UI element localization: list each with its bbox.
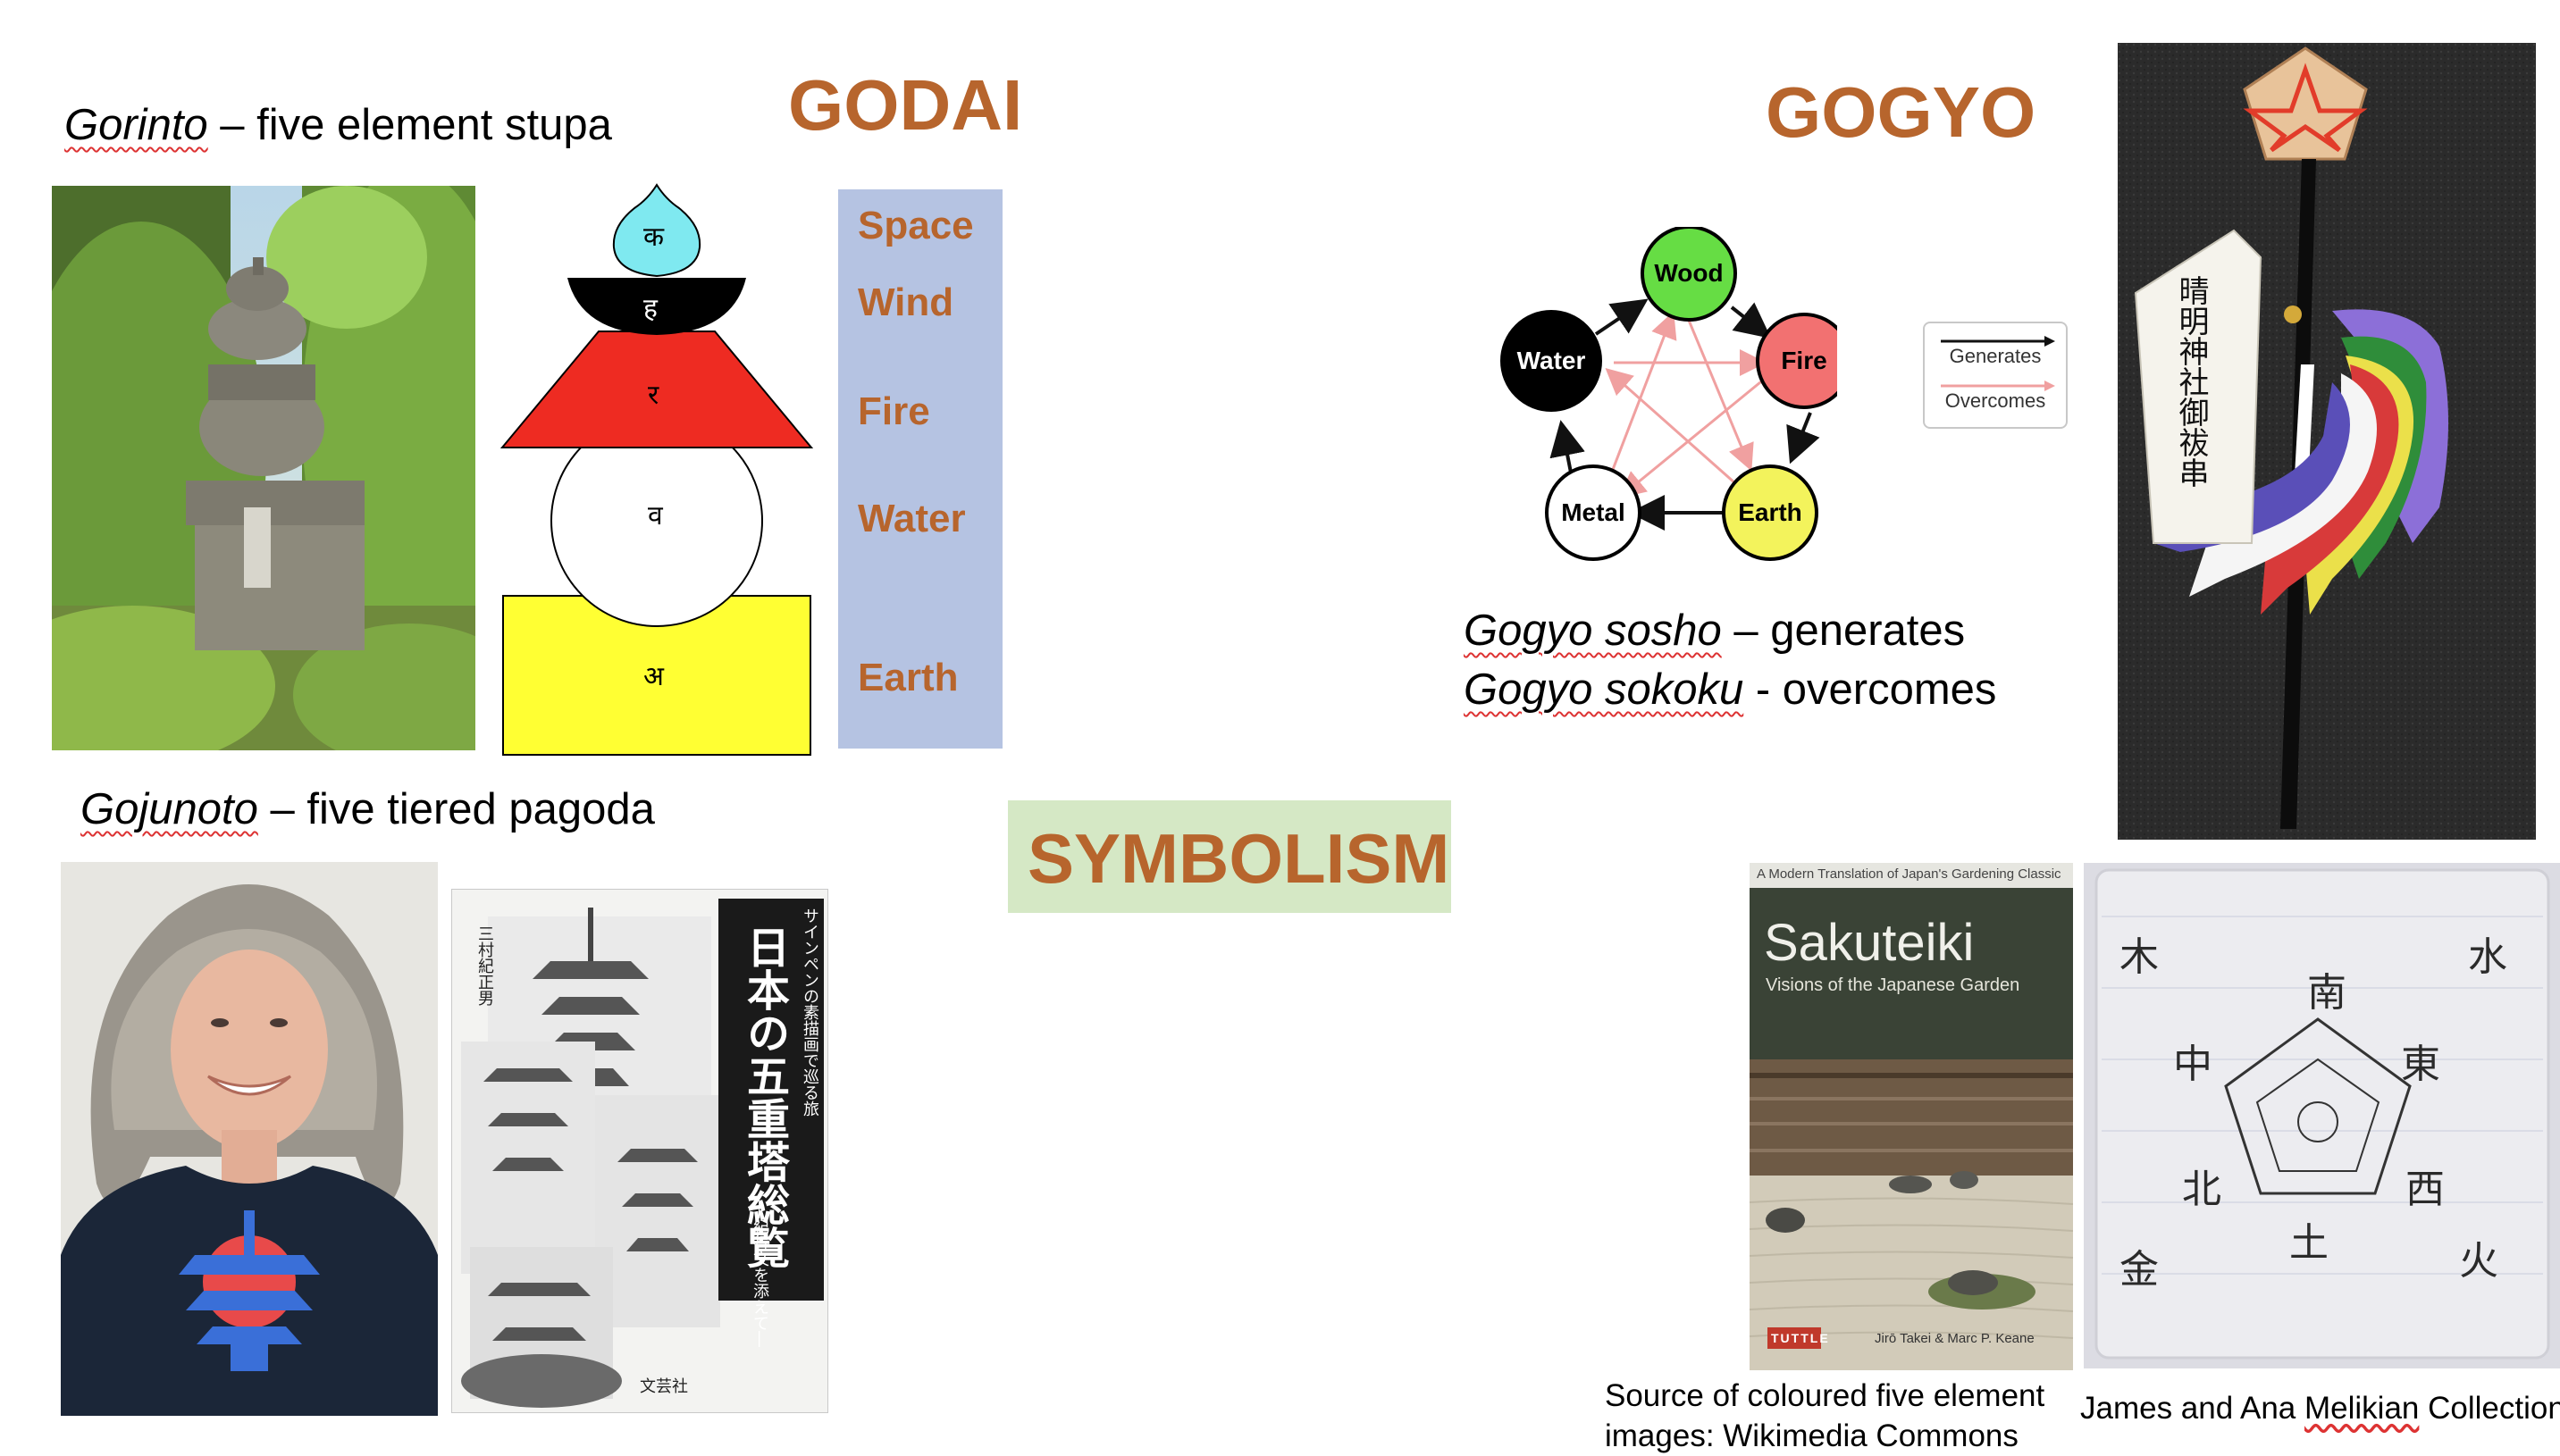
pagoda-book-author: 三村紀正男 xyxy=(476,925,494,1006)
stupa-diagram: क ह र व अ xyxy=(499,183,822,759)
element-earth: Earth xyxy=(858,656,959,699)
pagoda-tshirt-photo xyxy=(61,862,438,1416)
fire-glyph: र xyxy=(648,381,659,410)
element-fire: Fire xyxy=(858,389,930,433)
node-fire: Fire xyxy=(1781,347,1827,374)
gorinto-desc: – five element stupa xyxy=(207,101,612,149)
sakuteiki-top-line: A Modern Translation of Japan's Gardenin… xyxy=(1757,866,2061,882)
legend-generates: Generates xyxy=(1949,345,2042,367)
wind-glyph: ह xyxy=(643,294,658,323)
gogyo-sokoku-line: Gogyo sokoku - overcomes xyxy=(1464,665,1996,715)
collection-suffix: Collection xyxy=(2419,1391,2560,1426)
source-note-line-1: Source of coloured five element xyxy=(1605,1378,2045,1413)
element-water: Water xyxy=(858,497,966,540)
space-glyph: क xyxy=(643,222,665,252)
svg-text:金: 金 xyxy=(2119,1247,2159,1293)
svg-text:北: 北 xyxy=(2182,1167,2221,1212)
svg-text:木: 木 xyxy=(2119,934,2159,980)
source-note-line-2: images: Wikimedia Commons xyxy=(1605,1418,2019,1453)
earth-glyph: अ xyxy=(643,662,664,691)
svg-text:土: 土 xyxy=(2289,1220,2329,1266)
collection-name: Melikian xyxy=(2304,1391,2420,1426)
node-water: Water xyxy=(1516,347,1586,374)
pagoda-book-side-text: サインペンの素描画で巡る旅 xyxy=(802,908,819,1117)
node-metal: Metal xyxy=(1561,498,1625,526)
manuscript-photo: 南東西 北 中土 木火 金 水 xyxy=(2084,863,2560,1368)
gorinto-term: Gorinto xyxy=(64,101,208,149)
gorinto-caption: Gorinto – five element stupa xyxy=(64,100,612,150)
svg-text:東: 東 xyxy=(2401,1042,2440,1087)
gogyo-sosho-line: Gogyo sosho – generates xyxy=(1464,606,1965,656)
sakuteiki-subtitle: Visions of the Japanese Garden xyxy=(1766,975,2020,995)
svg-text:西: 西 xyxy=(2405,1167,2445,1212)
svg-text:火: 火 xyxy=(2459,1238,2498,1284)
sakuteiki-book: A Modern Translation of Japan's Gardenin… xyxy=(1750,863,2073,1370)
gojunoto-caption: Gojunoto – five tiered pagoda xyxy=(80,784,655,834)
legend-overcomes: Overcomes xyxy=(1944,389,2046,412)
collection-prefix: James and Ana xyxy=(2080,1391,2304,1426)
source-note: Source of coloured five element images: … xyxy=(1605,1376,2044,1456)
gojunoto-term: Gojunoto xyxy=(80,785,258,833)
elements-panel: Space Wind Fire Water Earth xyxy=(838,189,1003,749)
pagoda-book-subtext: —紀行文を添えて— xyxy=(751,1202,769,1347)
gogyo-sokoku-term: Gogyo sokoku xyxy=(1464,665,1744,714)
node-wood: Wood xyxy=(1654,259,1724,287)
symbolism-heading: SYMBOLISM xyxy=(1028,819,1450,898)
gogyo-legend: Generates Overcomes xyxy=(1923,322,2068,429)
svg-text:水: 水 xyxy=(2468,934,2507,980)
gogyo-diagram: Wood Fire Earth Metal Water xyxy=(1498,227,1837,571)
gogyo-sosho-term: Gogyo sosho xyxy=(1464,607,1722,655)
amulet-text: 晴明神社御祓串 xyxy=(2173,275,2209,488)
sakuteiki-publisher: TUTTLE xyxy=(1771,1331,1830,1345)
symbolism-box: SYMBOLISM xyxy=(1008,800,1451,913)
gogyo-heading: GOGYO xyxy=(1766,72,2036,152)
stupa-photo xyxy=(52,186,475,750)
sakuteiki-authors: Jirō Takei & Marc P. Keane xyxy=(1875,1331,2035,1346)
amulet-photo: 晴明神社御祓串 xyxy=(2118,43,2536,840)
godai-heading: GODAI xyxy=(788,65,1023,145)
svg-text:南: 南 xyxy=(2307,970,2346,1016)
element-space: Space xyxy=(858,204,974,247)
pagoda-book-publisher: 文芸社 xyxy=(640,1377,688,1395)
pagoda-book-title: 日本の五重塔総覧 xyxy=(740,925,787,1268)
node-earth: Earth xyxy=(1738,498,1802,526)
collection-note: James and Ana Melikian Collection xyxy=(2080,1388,2560,1428)
sakuteiki-title: Sakuteiki xyxy=(1764,914,1975,972)
element-wind: Wind xyxy=(858,280,954,324)
water-glyph: व xyxy=(648,501,663,531)
svg-text:中: 中 xyxy=(2173,1042,2212,1087)
gogyo-sosho-desc: – generates xyxy=(1721,607,1966,655)
gojunoto-desc: – five tiered pagoda xyxy=(257,785,655,833)
gogyo-sokoku-desc: - overcomes xyxy=(1743,665,1997,714)
pagoda-book: 日本の五重塔総覧 サインペンの素描画で巡る旅 —紀行文を添えて— 三村紀正男 文… xyxy=(451,889,828,1413)
